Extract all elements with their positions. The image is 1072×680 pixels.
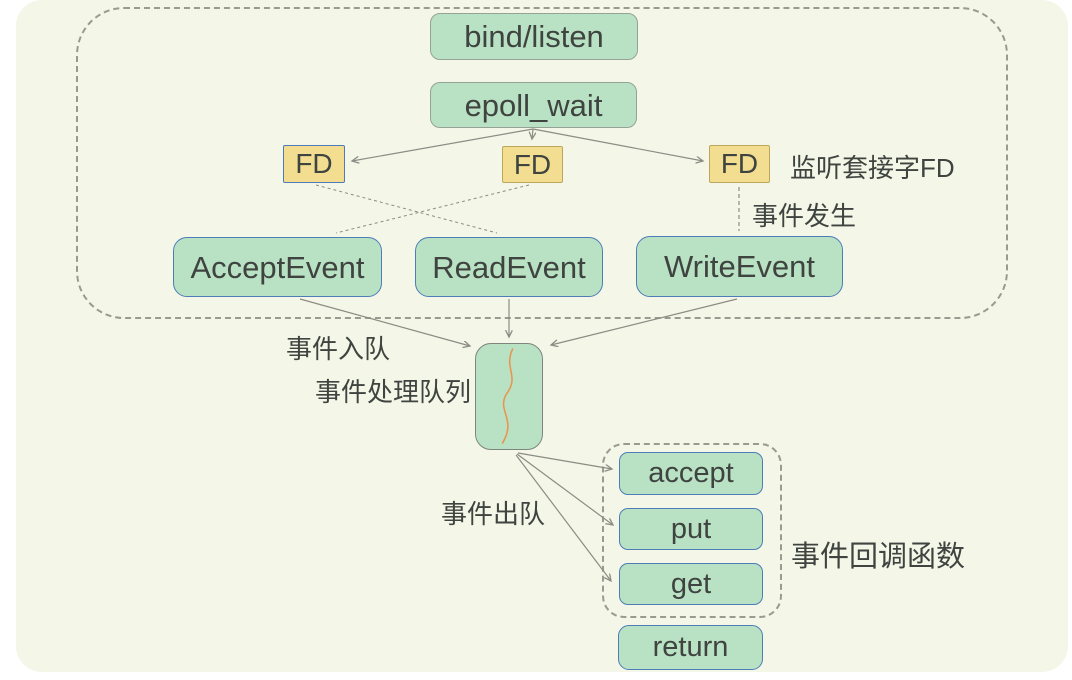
node-epoll-wait: epoll_wait [430, 82, 637, 128]
node-fd-2: FD [502, 146, 563, 183]
node-read-event-label: ReadEvent [432, 249, 586, 285]
label-listen-socket-fd: 监听套接字FD [790, 153, 955, 183]
node-write-event-label: WriteEvent [663, 249, 816, 284]
node-epoll-wait-label: epoll_wait [464, 87, 603, 123]
node-bind-listen: bind/listen [430, 13, 638, 60]
node-return: return [618, 625, 763, 670]
node-callback-put: put [619, 508, 763, 550]
diagram-canvas: bind/listen epoll_wait FD FD FD 监听套接字FD … [16, 0, 1068, 672]
node-accept-event: AcceptEvent [173, 237, 382, 297]
label-event-occur: 事件发生 [752, 201, 857, 231]
node-fd-1: FD [283, 145, 345, 183]
epoll-loop-dashed-container [76, 7, 1008, 319]
arrow-queue-to-accept [517, 452, 612, 469]
node-fd-3-label: FD [720, 148, 759, 179]
node-write-event: WriteEvent [636, 236, 843, 297]
node-fd-3: FD [709, 145, 770, 183]
node-bind-listen-label: bind/listen [464, 19, 604, 54]
queue-squiggle-icon [501, 348, 514, 444]
node-callback-put-label: put [670, 512, 712, 545]
label-event-enqueue: 事件入队 [286, 334, 391, 364]
node-fd-1-label: FD [295, 148, 333, 179]
node-return-label: return [652, 631, 729, 663]
node-event-queue [475, 343, 543, 450]
label-event-queue-name: 事件处理队列 [315, 377, 472, 407]
node-callback-accept: accept [619, 452, 763, 495]
node-callback-get: get [619, 563, 763, 605]
label-event-callbacks: 事件回调函数 [791, 541, 966, 573]
node-callback-accept-label: accept [648, 457, 734, 489]
node-read-event: ReadEvent [415, 237, 603, 297]
node-callback-get-label: get [670, 567, 712, 600]
label-event-dequeue: 事件出队 [441, 499, 546, 529]
node-accept-event-label: AcceptEvent [190, 249, 365, 285]
node-fd-2-label: FD [513, 148, 552, 180]
